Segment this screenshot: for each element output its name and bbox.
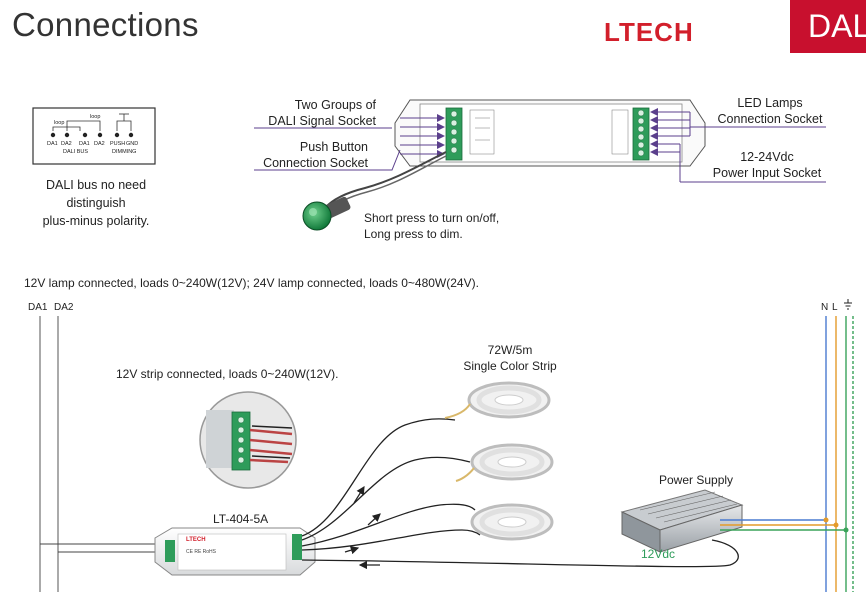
mains-label-n: N	[821, 302, 829, 313]
controller-lt-404-5a	[154, 527, 316, 576]
power-supply-label: Power Supply	[659, 473, 734, 487]
load-note: 12V lamp connected, loads 0~240W(12V); 2…	[24, 276, 479, 290]
callout-power-line-2: Power Input Socket	[712, 166, 822, 180]
loop-label-left: loop	[54, 120, 65, 126]
wire-direction-arrows	[344, 485, 381, 570]
bus-to-controller-wires	[40, 543, 165, 553]
group-label-dali-bus: DALI BUS	[63, 149, 89, 155]
bus-polarity-caption: DALI bus no need distinguish plus-minus …	[10, 176, 182, 230]
strip-title: 72W/5m Single Color Strip	[440, 342, 580, 374]
press-note-line-2: Long press to dim.	[364, 227, 463, 241]
led-strip-reel-2	[455, 443, 554, 482]
term-label-push: PUSH	[110, 141, 126, 147]
callout-power-line-1: 12-24Vdc	[740, 150, 794, 164]
caption-line-1: DALI bus no need	[45, 178, 147, 192]
terminal-da1	[50, 132, 56, 138]
bus-label-da2: DA2	[54, 302, 74, 313]
controller-model-label: LT-404-5A	[213, 512, 269, 526]
loop-label-right: loop	[90, 114, 101, 120]
push-button-icon	[302, 201, 332, 231]
press-note-line-1: Short press to turn on/off,	[364, 211, 500, 225]
terminal-push	[114, 132, 120, 138]
group-label-dimming: DIMMING	[112, 149, 137, 155]
power-supply-icon	[620, 489, 744, 553]
term-label-da1: DA1	[47, 141, 58, 147]
callout-dali-signal: Two Groups of DALI Signal Socket	[220, 97, 376, 129]
strip-title-line-2: Single Color Strip	[463, 359, 557, 373]
controller-cert-mark: CE RE RoHS	[186, 549, 217, 555]
mains-label-l: L	[832, 302, 838, 313]
callout-push-button: Push Button Connection Socket	[220, 139, 368, 171]
ground-icon	[844, 299, 852, 310]
callout-push-line-2: Connection Socket	[263, 156, 368, 170]
controller-top-view	[394, 99, 706, 167]
press-note: Short press to turn on/off, Long press t…	[364, 210, 499, 242]
callout-arrows-top	[254, 108, 826, 183]
terminal-da1-b	[82, 132, 88, 138]
terminal-da2-b	[97, 132, 103, 138]
term-label-da2: DA2	[61, 141, 72, 147]
page-title: Connections	[12, 6, 199, 43]
led-strip-reel-3	[470, 503, 554, 541]
callout-dali-line-2: DALI Signal Socket	[268, 114, 376, 128]
term-label-da1-b: DA1	[79, 141, 90, 147]
term-label-gnd: GND	[126, 141, 139, 147]
strip-load-note: 12V strip connected, loads 0~240W(12V).	[116, 367, 339, 381]
bus-label-da1: DA1	[28, 302, 48, 313]
push-button-assembly	[302, 151, 447, 231]
dali-bus-box	[32, 107, 156, 165]
dali-bus-lines	[39, 316, 59, 592]
mains-lines	[825, 316, 854, 592]
power-wires	[301, 517, 849, 568]
callout-led-lamps: LED Lamps Connection Socket	[700, 95, 840, 127]
term-label-da2-b: DA2	[94, 141, 105, 147]
controller-brand-mark: LTECH	[186, 537, 206, 543]
strip-wires	[301, 418, 481, 551]
dali-tab[interactable]: DALI	[790, 0, 866, 53]
strip-title-line-1: 72W/5m	[487, 343, 533, 357]
callout-led-line-1: LED Lamps	[737, 96, 803, 110]
callout-push-line-1: Push Button	[299, 140, 368, 154]
terminal-da2	[64, 132, 70, 138]
callout-dali-line-1: Two Groups of	[294, 98, 376, 112]
caption-line-2: distinguish	[66, 196, 126, 210]
led-strip-reel-1	[444, 381, 551, 419]
caption-line-3: plus-minus polarity.	[42, 214, 150, 228]
ltech-logo: LTECH	[604, 17, 694, 47]
voltage-label: 12Vdc	[641, 547, 676, 561]
callout-led-line-2: Connection Socket	[717, 112, 823, 126]
callout-power-input: 12-24Vdc Power Input Socket	[700, 149, 834, 181]
terminal-zoom	[199, 391, 297, 489]
terminal-gnd	[128, 132, 134, 138]
